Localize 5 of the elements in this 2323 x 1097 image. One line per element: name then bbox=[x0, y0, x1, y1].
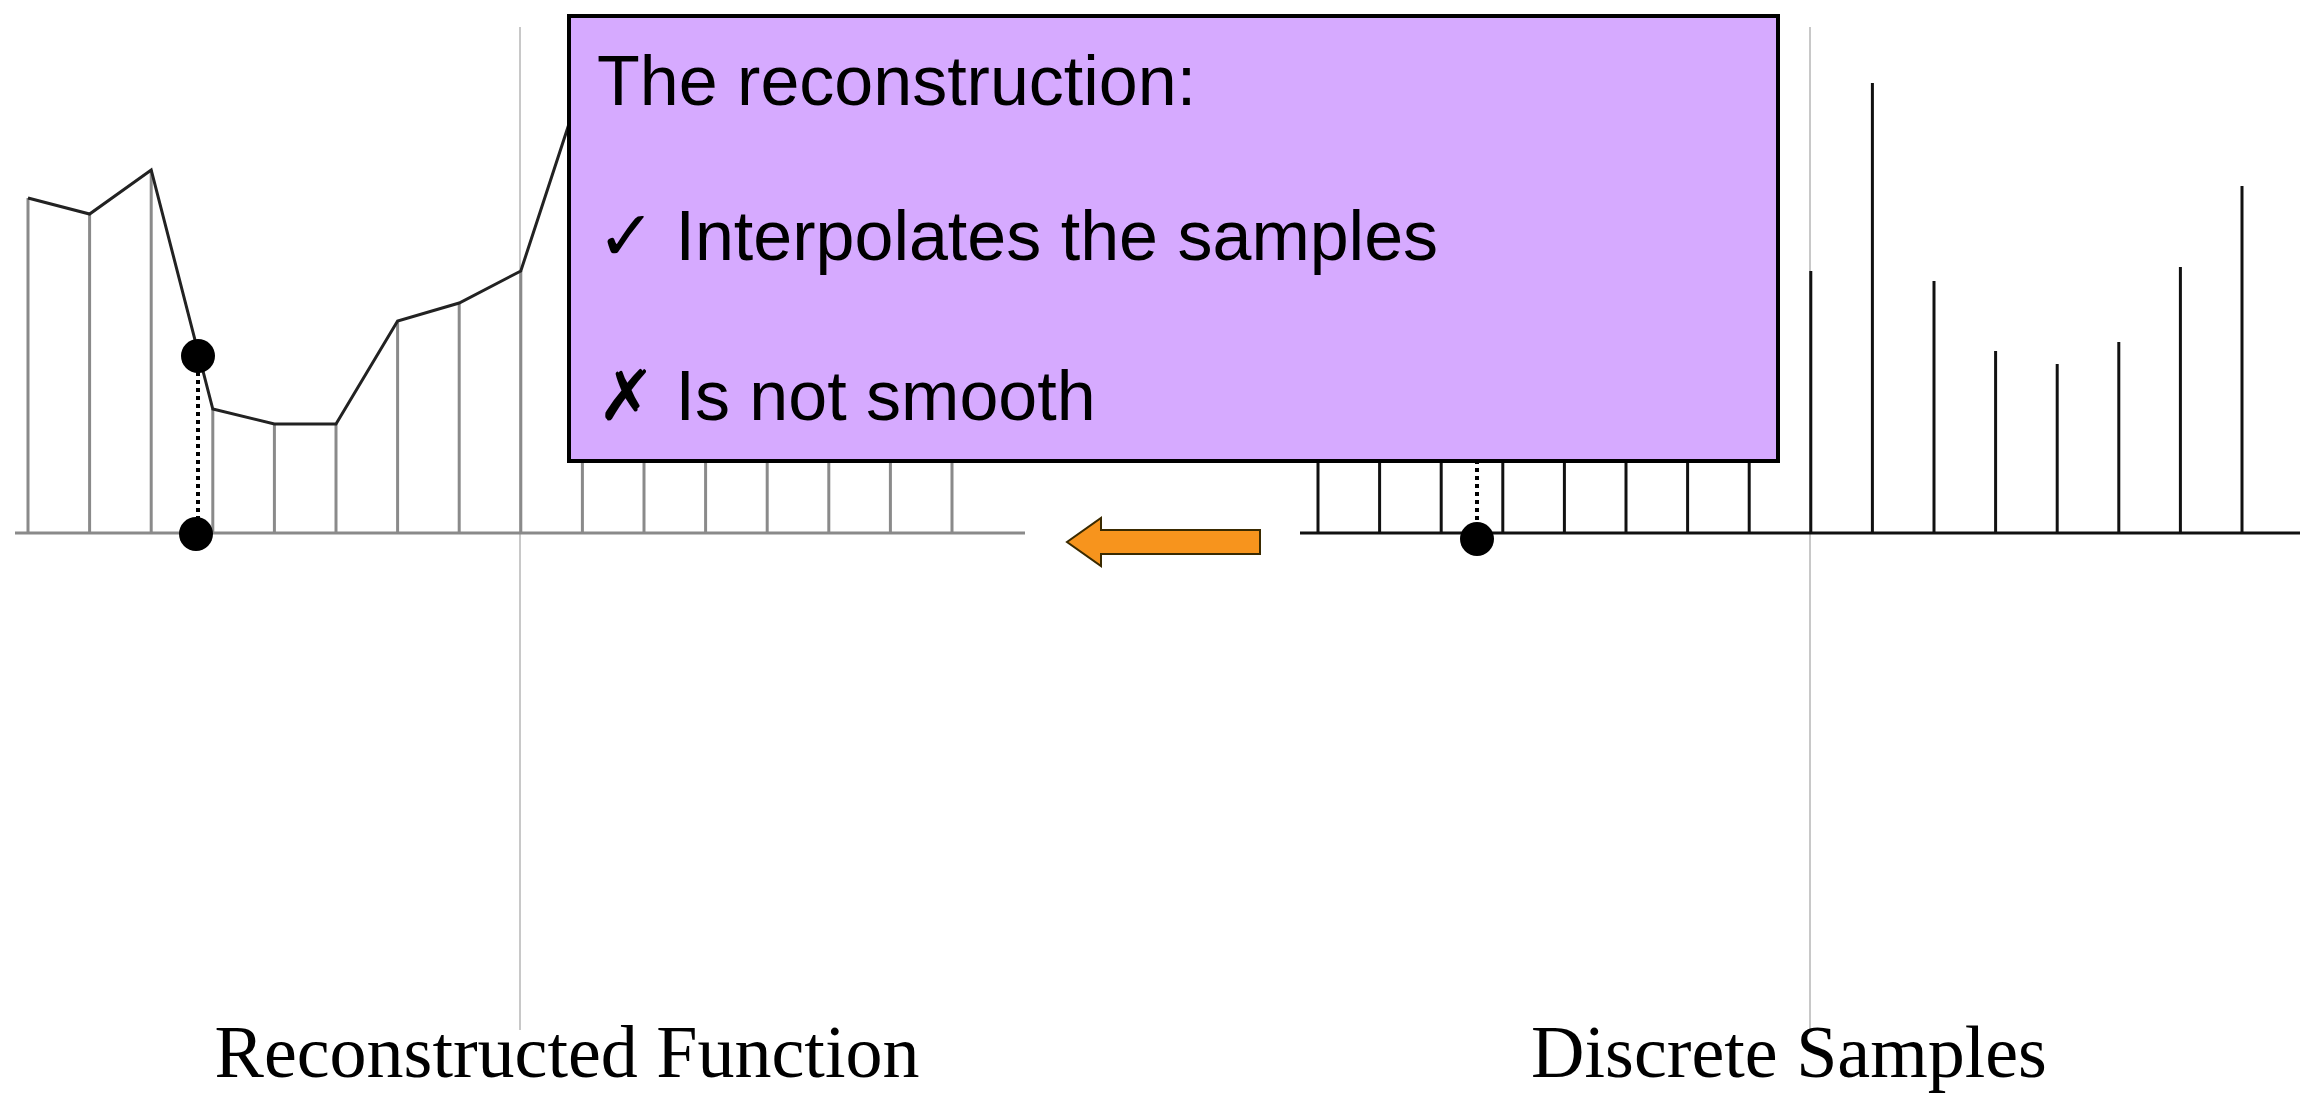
callout-item: ✗ Is not smooth bbox=[597, 361, 1096, 431]
arrow bbox=[1065, 516, 1261, 568]
callout-box bbox=[567, 14, 1780, 463]
plot-caption: Reconstructed Function bbox=[214, 1015, 920, 1089]
callout-heading: The reconstruction: bbox=[597, 46, 1197, 116]
